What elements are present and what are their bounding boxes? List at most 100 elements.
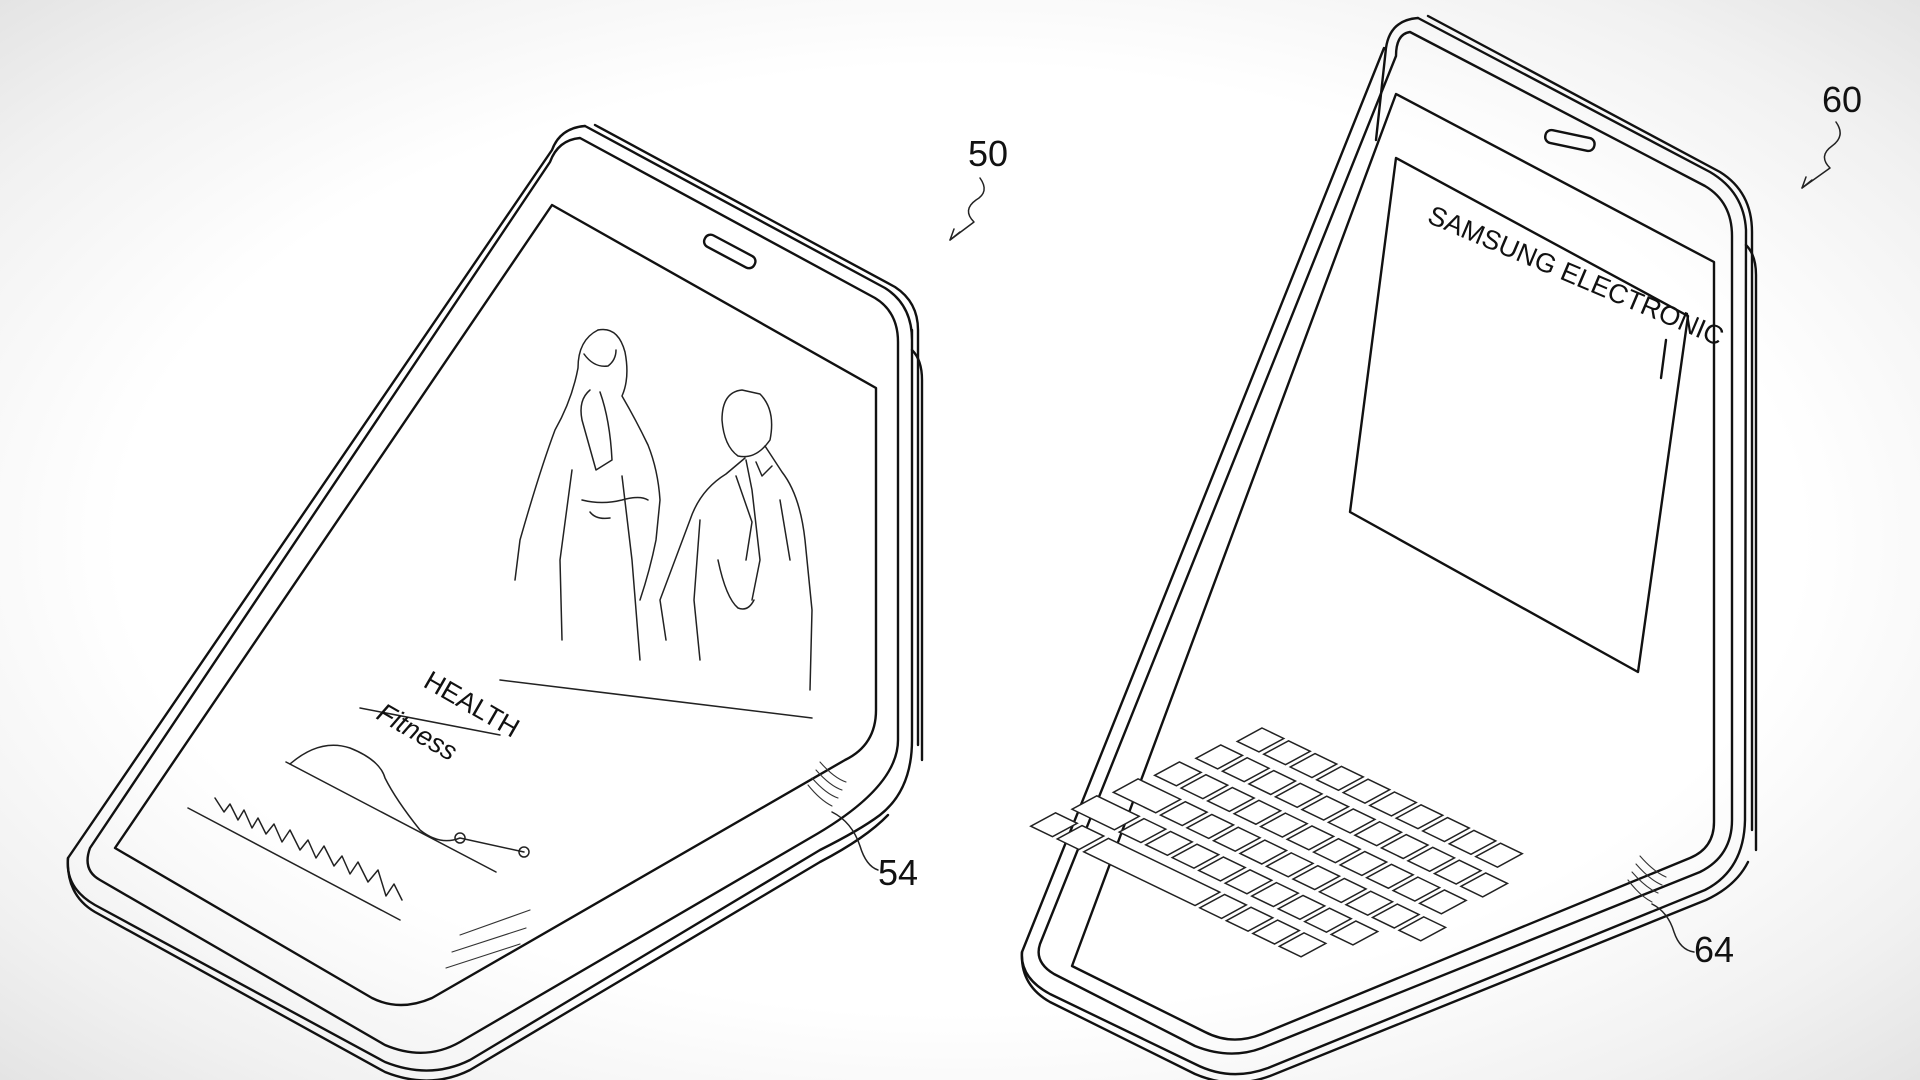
keyboard <box>1029 727 1524 958</box>
text-cursor <box>1659 338 1668 380</box>
keyboard-key <box>1391 876 1442 902</box>
keyboard-key <box>1447 829 1498 856</box>
keyboard-key <box>1276 894 1327 921</box>
ref-64-label: 64 <box>1694 929 1734 970</box>
ref-54-annotation: 54 <box>831 811 918 893</box>
fitness-axis-line <box>285 761 497 873</box>
text-line-1 <box>459 909 531 936</box>
keyboard-key <box>1259 812 1309 838</box>
curve-point-1 <box>454 832 466 844</box>
right-device-outer-body <box>1020 16 1748 1076</box>
keyboard-key <box>1070 794 1141 831</box>
keyboard-key <box>1394 803 1445 830</box>
text-window <box>1348 156 1690 674</box>
keyboard-key <box>1329 920 1380 946</box>
ref-50-arrow <box>949 177 985 241</box>
keyboard-key <box>1170 843 1221 869</box>
keyboard-key <box>1206 786 1256 813</box>
zigzag-line <box>214 797 403 901</box>
ref-54-leader <box>831 811 879 871</box>
ref-50-label: 50 <box>968 133 1008 174</box>
text-line-2 <box>451 927 527 953</box>
keyboard-key <box>1370 903 1421 929</box>
left-device-side-edge <box>910 348 924 762</box>
left-hinge-ridges <box>807 761 847 807</box>
left-device-outer-body <box>66 124 914 1072</box>
keyboard-key <box>1317 877 1368 904</box>
keyboard-key <box>1285 825 1336 851</box>
keyboard-key <box>1029 811 1079 838</box>
ref-64-annotation: 64 <box>1651 903 1734 970</box>
keyboard-key <box>1341 778 1392 804</box>
keyboard-key <box>1247 769 1298 796</box>
keyboard-key <box>1315 765 1365 792</box>
keyboard-key <box>1235 727 1286 753</box>
keyboard-key <box>1232 799 1283 826</box>
keyboard-key <box>1185 813 1236 840</box>
fitness-curve-line <box>289 744 525 853</box>
keyboard-key <box>1158 800 1209 827</box>
keyboard-key <box>1224 906 1275 933</box>
ref-54-label: 54 <box>878 852 918 893</box>
ref-50-arrowhead <box>949 228 961 241</box>
keyboard-key <box>1459 872 1510 898</box>
keyboard-key <box>1197 856 1247 882</box>
keyboard-key <box>1406 846 1457 873</box>
keyboard-key <box>1238 839 1289 865</box>
ref-60-annotation: 60 <box>1801 79 1862 189</box>
keyboard-key <box>1198 893 1248 920</box>
keyboard-key <box>1474 842 1524 868</box>
ref-60-arrow <box>1801 121 1841 189</box>
left-device-bottom-edge <box>66 813 890 1080</box>
keyboard-key <box>1365 863 1415 890</box>
ref-60-label: 60 <box>1822 79 1862 120</box>
keyboard-key <box>1353 820 1404 847</box>
keyboard-key <box>1250 881 1300 908</box>
right-foldable-device: SAMSUNG ELECTRONIC <box>1020 14 1758 1080</box>
keyboard-key <box>1303 907 1353 933</box>
keyboard-key <box>1397 916 1448 942</box>
keyboard-key <box>1117 817 1168 844</box>
keyboard-key <box>1223 868 1274 895</box>
keyboard-key <box>1153 761 1203 787</box>
right-hinge-ridges <box>1627 855 1667 903</box>
keyboard-key <box>1262 739 1312 766</box>
left-screen-divider <box>499 679 813 719</box>
keyboard-key <box>1211 826 1262 853</box>
right-device-bottom-edge <box>1020 860 1750 1080</box>
keyboard-key <box>1344 890 1395 917</box>
keyboard-key <box>1144 830 1194 857</box>
keyboard-key <box>1312 837 1362 864</box>
keyboard-key <box>1368 791 1418 817</box>
right-device-back-edge <box>1426 14 1754 832</box>
left-screen <box>113 203 878 1007</box>
left-device-back-edge <box>593 123 920 747</box>
left-device-bezel <box>86 136 900 1055</box>
right-device-bezel <box>1037 30 1734 1055</box>
keyboard-key <box>1418 889 1468 915</box>
right-speaker-icon <box>1544 128 1596 153</box>
left-screen-split-line <box>359 707 501 736</box>
keyboard-key <box>1300 795 1351 821</box>
keyboard-key <box>1179 773 1230 800</box>
left-foldable-device: HEALTH Fitness <box>66 123 924 1080</box>
keyboard-key <box>1194 744 1245 770</box>
left-speaker-icon <box>702 233 757 270</box>
zigzag-axis <box>187 807 401 921</box>
keyboard-key <box>1055 824 1106 851</box>
keyboard-key <box>1338 850 1389 877</box>
keyboard-key <box>1326 808 1377 834</box>
keyboard-key <box>1251 919 1301 945</box>
keyboard-key <box>1291 864 1342 891</box>
right-device-side-edge <box>1744 243 1758 852</box>
couple-illustration <box>514 328 813 691</box>
keyboard-key <box>1220 756 1271 783</box>
keyboard-key <box>1277 932 1328 958</box>
curve-point-2 <box>518 846 530 858</box>
keyboard-key <box>1432 859 1483 885</box>
keyboard-key <box>1421 816 1471 843</box>
keyboard-key <box>1111 778 1183 814</box>
keyboard-key <box>1264 852 1315 878</box>
